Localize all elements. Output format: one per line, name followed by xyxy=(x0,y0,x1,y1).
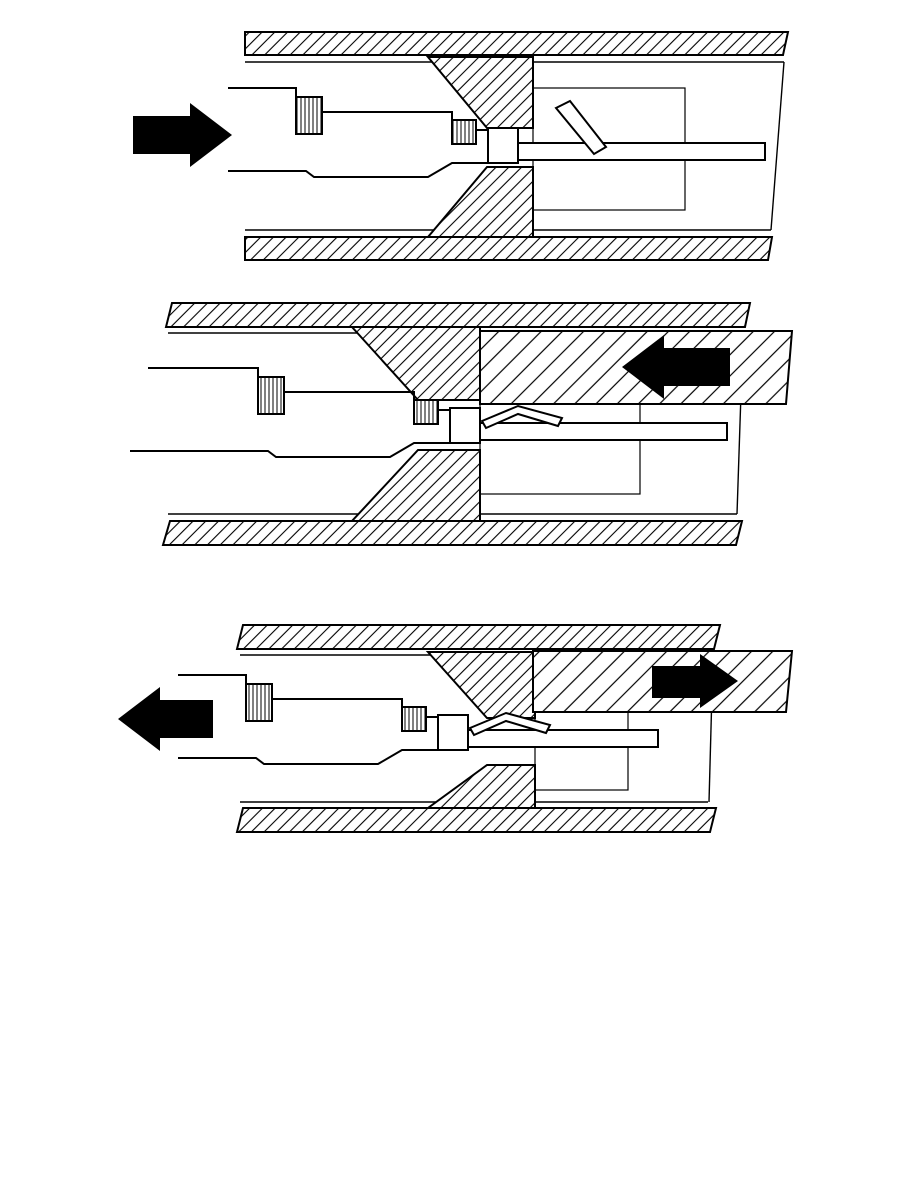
housing-throat-lower xyxy=(424,764,536,809)
housing-top-wall xyxy=(235,624,722,650)
terminal-lock-box xyxy=(449,407,481,444)
housing-throat-lower xyxy=(425,166,534,238)
barrel-top-edge xyxy=(284,391,415,400)
tool-direction-arrow-right xyxy=(652,654,738,708)
panel-step-2 xyxy=(130,302,794,546)
terminal-service-diagram xyxy=(118,31,794,833)
wire-top-edge xyxy=(148,367,259,377)
housing-bottom-wall xyxy=(235,807,718,833)
terminal-bottom-edge xyxy=(130,442,450,458)
barrel-top-edge xyxy=(272,698,403,707)
crimped-terminal xyxy=(130,367,728,458)
locking-tang-depressed xyxy=(468,711,552,737)
wire-crimp xyxy=(401,706,427,732)
panel-step-1 xyxy=(133,31,790,261)
connector-housing xyxy=(161,302,752,546)
pull-direction-arrow-left xyxy=(118,687,213,751)
connector-housing xyxy=(244,31,790,261)
housing-bottom-wall xyxy=(244,236,774,261)
housing-break-line xyxy=(770,61,785,231)
wire-top-edge xyxy=(228,87,297,97)
housing-top-wall xyxy=(164,302,752,328)
locking-tang-raised xyxy=(554,99,608,156)
housing-throat-lower xyxy=(349,449,481,522)
terminal-lock-box xyxy=(487,127,519,164)
wire-crimp xyxy=(451,119,477,145)
crimped-terminal xyxy=(228,87,766,178)
wire-crimp xyxy=(413,399,439,425)
housing-throat-upper xyxy=(425,651,536,719)
terminal-bottom-edge xyxy=(178,749,438,765)
housing-throat-upper xyxy=(349,326,481,401)
tool-direction-arrow-left xyxy=(622,335,730,399)
contact-pin xyxy=(467,729,659,748)
insulation-crimp xyxy=(295,96,323,135)
contact-pin xyxy=(517,142,766,161)
insulation-crimp xyxy=(257,376,285,415)
locking-tang-depressed xyxy=(480,404,564,430)
insert-direction-arrow-right xyxy=(133,103,232,167)
terminal-bottom-edge xyxy=(228,162,488,178)
crimped-terminal xyxy=(178,674,659,765)
housing-bottom-wall xyxy=(161,520,744,546)
barrel-top-edge xyxy=(322,111,453,120)
housing-throat-upper xyxy=(425,56,534,129)
contact-pin xyxy=(479,422,728,441)
insulation-crimp xyxy=(245,683,273,722)
terminal-lock-box xyxy=(437,714,469,751)
panel-step-3 xyxy=(118,624,794,833)
wire-top-edge xyxy=(178,674,247,684)
housing-top-wall xyxy=(244,31,790,56)
